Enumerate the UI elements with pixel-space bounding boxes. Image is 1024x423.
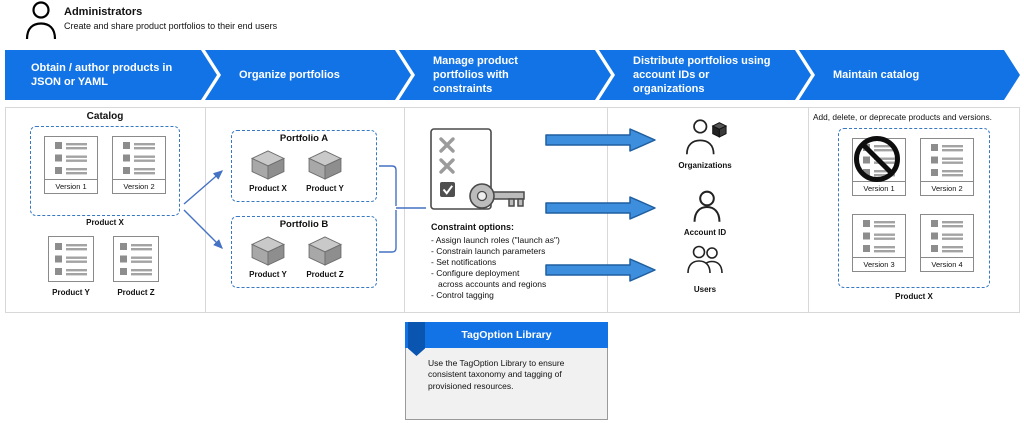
stage-banner-maintain: Maintain catalog bbox=[799, 50, 1020, 100]
portfolio-b-title: Portfolio B bbox=[279, 219, 329, 230]
portfolio-b-product-2: Product Z bbox=[306, 270, 344, 279]
portfolio-b-group bbox=[231, 216, 377, 288]
constraint-item: - Assign launch roles ("launch as") bbox=[431, 235, 560, 245]
constraint-item: - Set notifications bbox=[431, 257, 497, 268]
maintain-product-x-label: Product X bbox=[895, 292, 933, 301]
column-divider bbox=[205, 107, 206, 313]
product-z-box bbox=[113, 236, 159, 282]
constraint-options-heading: Constraint options: bbox=[431, 222, 514, 232]
users-icon bbox=[686, 244, 726, 281]
column-divider bbox=[404, 107, 405, 313]
account-id-label: Account ID bbox=[683, 228, 727, 237]
stage-label: Maintain catalog bbox=[833, 68, 920, 81]
stage-label: Manage product portfolios with constrain… bbox=[433, 54, 518, 96]
product-z-label: Product Z bbox=[117, 288, 155, 297]
catalog-product-x-label: Product X bbox=[86, 218, 124, 227]
version-label: Version 1 bbox=[55, 182, 87, 191]
stage-banner-manage: Manage product portfolios with constrain… bbox=[399, 50, 611, 100]
distribution-arrow bbox=[545, 257, 657, 288]
organizations-label: Organizations bbox=[678, 161, 732, 170]
account-id-icon bbox=[692, 190, 722, 229]
product-y-label: Product Y bbox=[52, 288, 90, 297]
version-label: Version 3 bbox=[863, 260, 895, 269]
column-divider bbox=[808, 107, 809, 313]
portfolio-a-product-2: Product Y bbox=[306, 184, 344, 193]
maintain-version-4-box: Version 4 bbox=[920, 214, 974, 272]
product-list-icon bbox=[113, 137, 165, 180]
product-list-icon bbox=[45, 137, 97, 180]
tagoption-description: Use the TagOption Library to ensure cons… bbox=[428, 358, 565, 391]
catalog-title: Catalog bbox=[86, 111, 124, 122]
version-label: Version 2 bbox=[123, 182, 155, 191]
constraint-options-list: - Assign launch roles ("launch as") - Co… bbox=[431, 235, 560, 301]
catalog-product-x-group bbox=[30, 126, 180, 216]
portfolio-a-title: Portfolio A bbox=[279, 133, 329, 144]
maintain-version-2-box: Version 2 bbox=[920, 138, 974, 196]
portfolio-b-product-1: Product Y bbox=[249, 270, 287, 279]
product-list-icon bbox=[921, 139, 973, 182]
stage-banner-obtain: Obtain / author products in JSON or YAML bbox=[5, 50, 217, 100]
administrator-icon bbox=[24, 1, 58, 41]
stage-label: Obtain / author products in JSON or YAML bbox=[31, 61, 173, 88]
users-label: Users bbox=[693, 285, 717, 294]
constraint-item-continued: across accounts and regions bbox=[438, 279, 547, 290]
organizations-icon bbox=[684, 117, 728, 162]
product-list-icon bbox=[853, 215, 905, 258]
tagoption-tab bbox=[408, 322, 425, 356]
stage-label: Organize portfolios bbox=[239, 68, 340, 81]
distribution-arrow bbox=[545, 195, 657, 226]
version-label: Version 2 bbox=[931, 184, 963, 193]
product-list-icon bbox=[52, 241, 90, 277]
cube-icon bbox=[248, 150, 288, 185]
product-y-box bbox=[48, 236, 94, 282]
cube-icon bbox=[248, 236, 288, 271]
product-list-icon bbox=[921, 215, 973, 258]
tagoption-body: Use the TagOption Library to ensure cons… bbox=[405, 348, 608, 420]
maintain-product-x-group bbox=[838, 128, 990, 288]
tagoption-title: TagOption Library bbox=[461, 329, 552, 341]
catalog-version-1-box: Version 1 bbox=[44, 136, 98, 194]
cube-icon bbox=[305, 150, 345, 185]
admin-title: Administrators bbox=[64, 6, 143, 18]
version-label: Version 4 bbox=[931, 260, 963, 269]
maintain-note: Add, delete, or deprecate products and v… bbox=[813, 112, 992, 122]
constraints-checklist-key-icon bbox=[430, 128, 526, 219]
catalog-version-2-box: Version 2 bbox=[112, 136, 166, 194]
stage-banner-distribute: Distribute portfolios using account IDs … bbox=[599, 50, 811, 100]
product-list-icon bbox=[117, 241, 155, 277]
cube-icon bbox=[305, 236, 345, 271]
constraint-item: - Control tagging bbox=[431, 290, 494, 301]
portfolio-a-product-1: Product X bbox=[249, 184, 287, 193]
portfolio-a-group bbox=[231, 130, 377, 202]
admin-subtitle: Create and share product portfolios to t… bbox=[64, 21, 278, 31]
constraint-item: - Configure deployment bbox=[431, 268, 520, 279]
deprecated-prohibition-icon bbox=[852, 134, 902, 189]
stage-banner-organize: Organize portfolios bbox=[205, 50, 411, 100]
distribution-arrow bbox=[545, 127, 657, 158]
tagoption-header: TagOption Library bbox=[405, 322, 608, 348]
constraint-item: - Constrain launch parameters bbox=[431, 246, 546, 257]
version-label: Version 1 bbox=[863, 184, 895, 193]
stage-label: Distribute portfolios using account IDs … bbox=[633, 54, 771, 96]
maintain-version-3-box: Version 3 bbox=[852, 214, 906, 272]
